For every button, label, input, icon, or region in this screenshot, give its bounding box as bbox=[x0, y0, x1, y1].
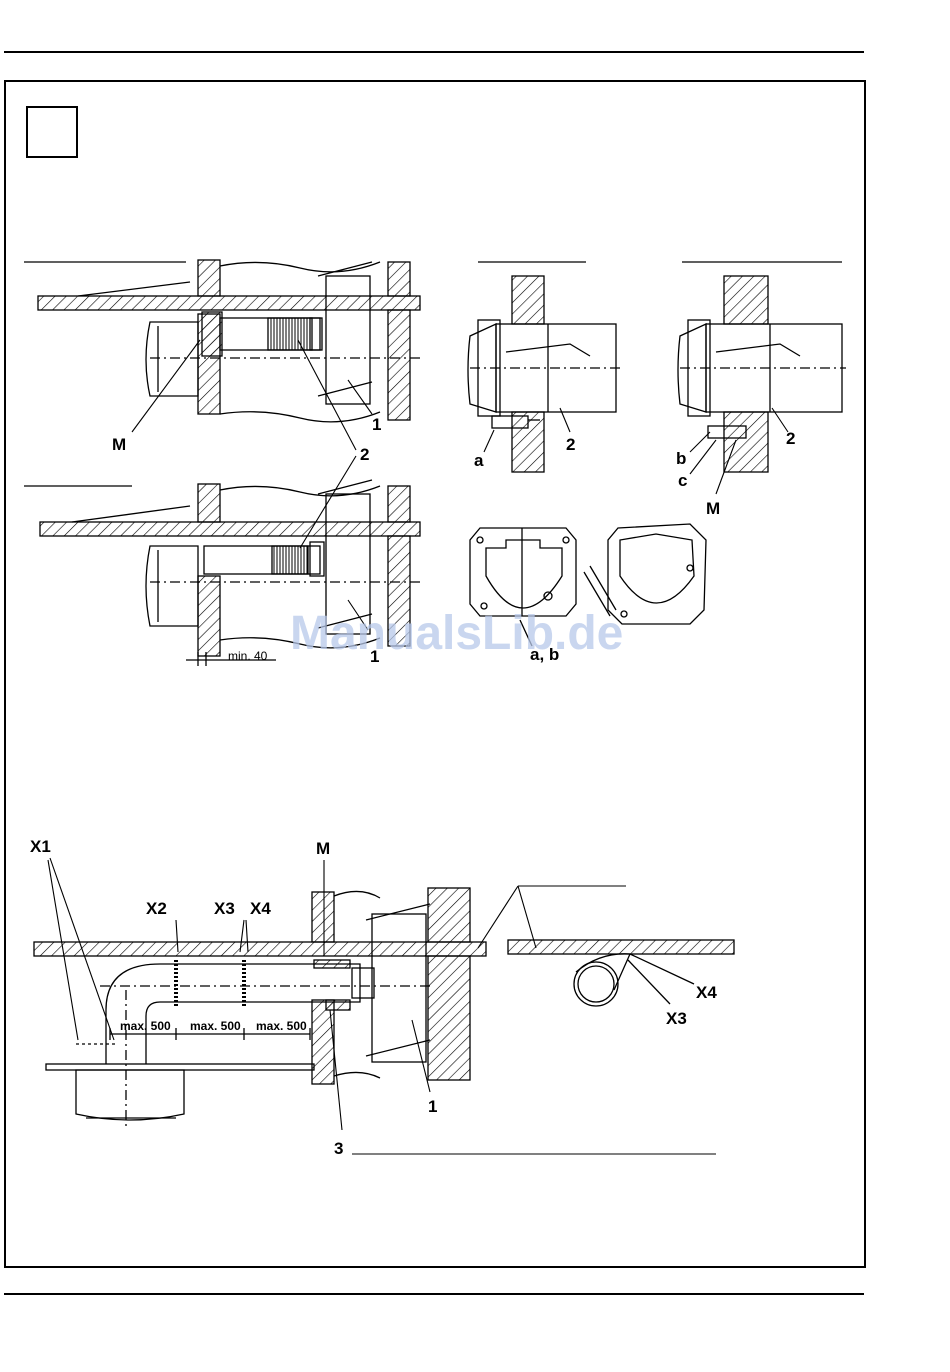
label-a: a bbox=[474, 451, 484, 470]
label-x4: X4 bbox=[250, 899, 271, 918]
label-x4-detail: X4 bbox=[696, 983, 717, 1002]
label-m-bottom: M bbox=[316, 839, 330, 858]
label-m-top: M bbox=[112, 435, 126, 454]
label-x3: X3 bbox=[214, 899, 235, 918]
label-x1: X1 bbox=[30, 837, 51, 856]
bottom-view bbox=[34, 888, 486, 1130]
label-b: b bbox=[676, 449, 686, 468]
label-2-right-b: 2 bbox=[786, 429, 795, 448]
label-x2: X2 bbox=[146, 899, 167, 918]
label-1-top: 1 bbox=[372, 415, 381, 434]
label-max-3: max. 500 bbox=[256, 1019, 307, 1033]
label-x3-detail: X3 bbox=[666, 1009, 687, 1028]
label-2-right-a: 2 bbox=[566, 435, 575, 454]
label-max-1: max. 500 bbox=[120, 1019, 171, 1033]
top-right-view-b bbox=[678, 262, 846, 472]
top-right-view-a bbox=[468, 262, 620, 472]
label-2-top: 2 bbox=[360, 445, 369, 464]
label-1-bottom: 1 bbox=[428, 1097, 437, 1116]
watermark: ManualsLib.de bbox=[290, 606, 623, 661]
label-3-bottom: 3 bbox=[334, 1139, 343, 1158]
label-m-right: M bbox=[706, 499, 720, 518]
label-c: c bbox=[678, 471, 687, 490]
label-min-40: min. 40 bbox=[228, 649, 268, 663]
label-max-2: max. 500 bbox=[190, 1019, 241, 1033]
